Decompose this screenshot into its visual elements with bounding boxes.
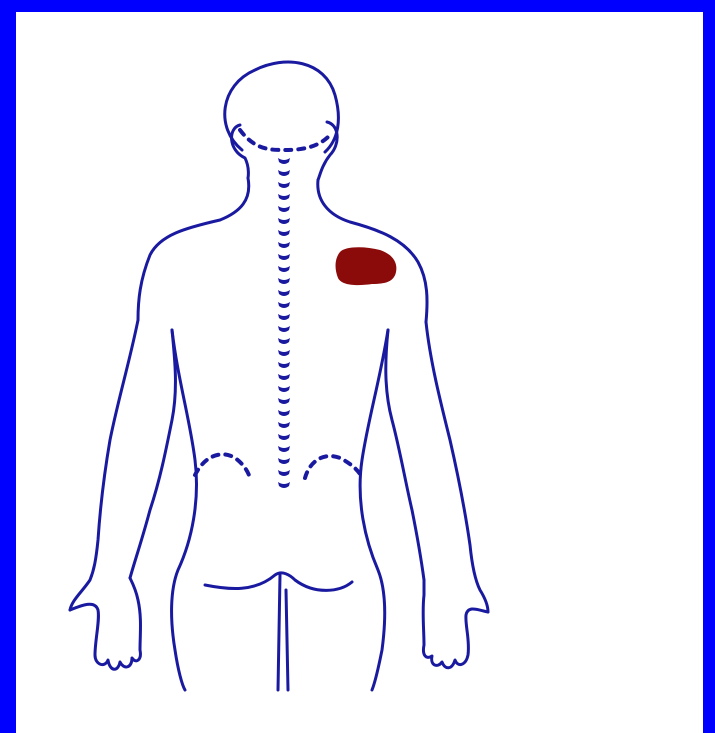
- right-arm-outer: [426, 322, 488, 612]
- right-torso-side: [360, 330, 388, 690]
- left-iliac-crest: [195, 454, 250, 480]
- vertebra: [278, 350, 290, 356]
- vertebra: [278, 386, 290, 392]
- pain-area-marker: [336, 247, 397, 285]
- vertebra: [278, 302, 290, 308]
- vertebra: [278, 338, 290, 344]
- vertebra: [278, 362, 290, 368]
- vertebra: [278, 398, 290, 404]
- vertebra: [278, 470, 290, 476]
- leg-division: [278, 575, 280, 690]
- head-outline: [225, 62, 339, 152]
- spine-vertebrae: [278, 158, 290, 488]
- vertebra: [278, 278, 290, 284]
- vertebra: [278, 482, 290, 488]
- vertebra: [278, 218, 290, 224]
- vertebra: [278, 254, 290, 260]
- vertebra: [278, 266, 290, 272]
- right-iliac-crest: [305, 456, 362, 478]
- vertebra: [278, 206, 290, 212]
- vertebra: [278, 314, 290, 320]
- right-hand: [423, 580, 488, 668]
- vertebra: [278, 446, 290, 452]
- left-arm-outer: [70, 320, 138, 610]
- vertebra: [278, 434, 290, 440]
- right-arm-inner: [386, 330, 424, 580]
- left-arm-inner: [130, 330, 175, 578]
- vertebra: [278, 410, 290, 416]
- vertebra: [278, 182, 290, 188]
- vertebra: [278, 242, 290, 248]
- vertebra: [278, 158, 290, 164]
- hairline-dashed: [240, 130, 330, 150]
- vertebra: [278, 374, 290, 380]
- vertebra: [278, 422, 290, 428]
- left-shoulder-outline: [138, 178, 249, 320]
- leg-division-2: [286, 590, 288, 690]
- vertebra: [278, 290, 290, 296]
- vertebra: [278, 326, 290, 332]
- vertebra: [278, 194, 290, 200]
- vertebra: [278, 170, 290, 176]
- vertebra: [278, 230, 290, 236]
- vertebra: [278, 458, 290, 464]
